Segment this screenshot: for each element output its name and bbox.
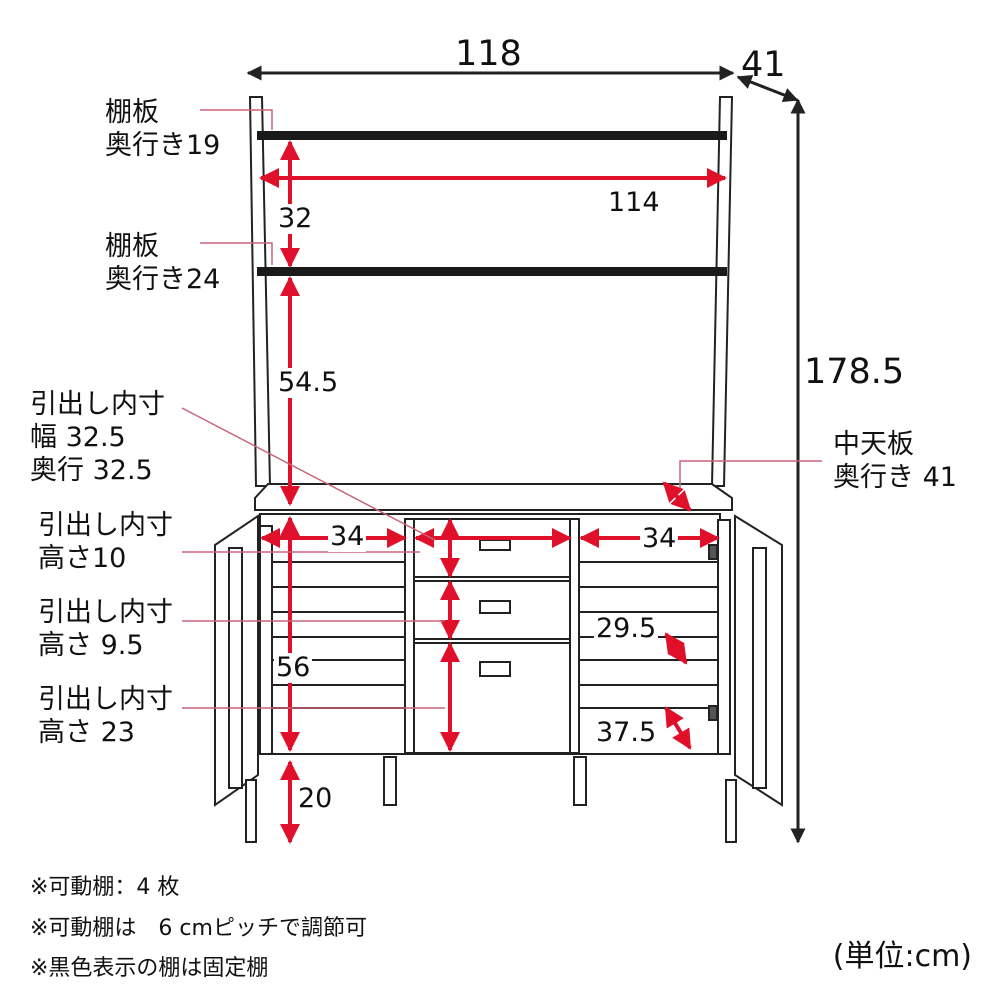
drawer-inner-depth: 奥行 32.5 [30,455,153,486]
legs [245,756,737,843]
drawer-inner-label: 引出し内寸 幅 32.5 奥行 32.5 [30,388,165,487]
top-shelf-depth: 奥行き19 [105,130,221,161]
overall-height-label: 178.5 [804,352,905,392]
top-fixed-shelf [257,131,727,140]
shelf-gap-upper-value: 32 [276,203,315,234]
hutch-frame [248,96,734,487]
overall-depth-arrow [736,74,799,103]
note-pitch: ※可動棚は 6 cmピッチで調節可 [30,916,367,941]
drawer1-title: 引出し内寸 [38,510,173,541]
shelf-width-value: 114 [606,187,662,218]
overall-dimensions [246,65,806,844]
top-shelf-title: 棚板 [105,97,159,128]
drawer3-height: 高さ 23 [38,717,135,748]
overall-width-label: 118 [455,34,522,74]
cabinet-doors [214,514,783,807]
note-fixed-shelves: ※黒色表示の棚は固定棚 [30,956,269,981]
left-cabinet-width-value: 34 [328,521,367,552]
lower-shelf-title: 棚板 [105,231,159,262]
mid-top-board [254,483,733,511]
mid-board-depth-arrow [662,481,692,512]
note-movable-shelves: ※可動棚：4 枚 [30,875,180,900]
drawer-inner-width: 幅 32.5 [30,422,126,453]
overall-depth-label: 41 [741,45,786,85]
drawer2-title: 引出し内寸 [38,597,173,628]
drawer1-height: 高さ10 [38,543,127,574]
mid-board-depth: 奥行き 41 [833,462,957,493]
drawer1-height-label: 引出し内寸 高さ10 [38,509,173,575]
right-cabinet-width-value: 34 [640,523,679,554]
leg-height-value: 20 [298,783,333,814]
drawer3-title: 引出し内寸 [38,684,173,715]
leader-lines [181,109,822,709]
right-depth-upper-value: 29.5 [594,613,659,644]
top-shelf-label: 棚板 奥行き19 [105,96,220,162]
lower-shelf-label: 棚板 奥行き24 [105,230,220,296]
drawer3-height-label: 引出し内寸 高さ 23 [38,683,173,749]
lower-fixed-shelf [257,267,727,276]
right-depth-lower-arrow [664,706,692,750]
left-cabinet-height-value: 56 [274,652,313,683]
fixed-shelves [257,131,727,276]
right-depth-upper-arrow [664,632,688,665]
lower-shelf-depth: 奥行き24 [105,264,221,295]
unit-label: (単位:cm) [832,939,972,974]
mid-board-label: 中天板 奥行き 41 [833,428,957,494]
mid-board-title: 中天板 [833,429,914,460]
shelf-gap-lower-value: 54.5 [276,367,341,398]
drawer2-height: 高さ 9.5 [38,630,144,661]
drawer2-height-label: 引出し内寸 高さ 9.5 [38,596,173,662]
right-depth-lower-value: 37.5 [594,717,659,748]
drawer-inner-title: 引出し内寸 [30,389,165,420]
